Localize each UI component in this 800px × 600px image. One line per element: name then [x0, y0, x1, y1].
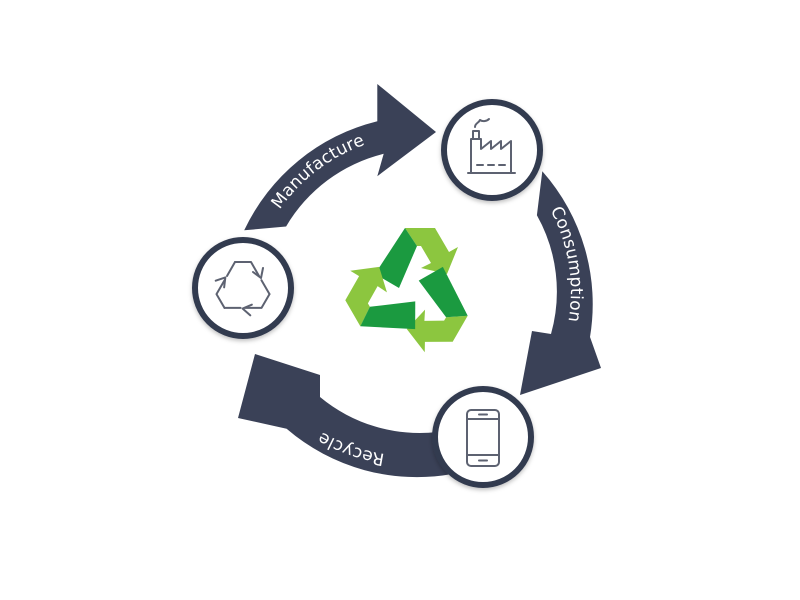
recycle-outline-icon — [214, 261, 271, 317]
consumption-arrow — [520, 171, 601, 395]
recycle-arrow — [238, 354, 453, 478]
phone-node — [432, 386, 534, 488]
recycle-node — [192, 237, 294, 339]
recycle-symbol-icon — [333, 228, 483, 362]
cycle-arrows — [238, 84, 601, 478]
factory-icon — [467, 118, 516, 174]
consumption-label: Consumption — [546, 203, 586, 323]
manufacture-arrow — [244, 84, 436, 231]
manufacture-label: Manufacture — [268, 130, 368, 212]
smartphone-icon — [466, 409, 500, 467]
factory-node — [441, 99, 543, 201]
